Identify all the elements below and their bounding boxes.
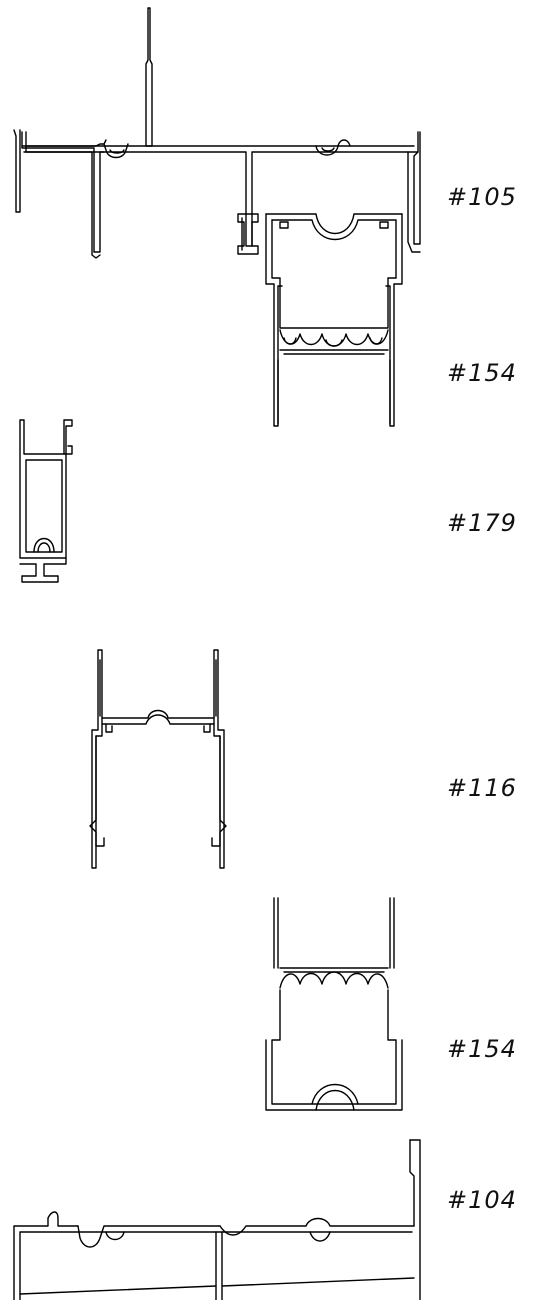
label-104: #104 [447, 1186, 517, 1214]
label-179: #179 [447, 509, 517, 537]
profile-104 [13, 1139, 421, 1300]
label-105: #105 [447, 183, 517, 211]
profile-105 [13, 7, 421, 259]
profile-116 [89, 649, 227, 869]
profile-154-top [265, 213, 403, 427]
label-154-top: #154 [447, 359, 517, 387]
label-116: #116 [447, 774, 517, 802]
profile-179 [19, 419, 73, 583]
label-154-bottom: #154 [447, 1035, 517, 1063]
profile-154-bottom [265, 897, 403, 1111]
